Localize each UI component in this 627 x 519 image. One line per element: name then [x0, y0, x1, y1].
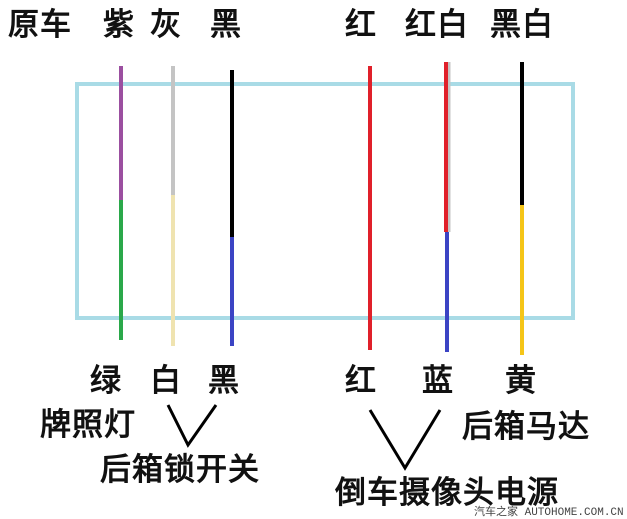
label-yellow: 黄 [505, 363, 537, 399]
label-blue: 蓝 [422, 363, 454, 399]
label-gray: 灰 [150, 7, 182, 43]
label-red-white: 红白 [405, 7, 469, 43]
label-trunk-motor: 后箱马达 [462, 409, 590, 445]
connector-box [75, 82, 575, 320]
label-white: 白 [150, 363, 182, 399]
label-purple: 紫 [103, 7, 135, 43]
label-reverse-camera-power: 倒车摄像头电源 [335, 475, 559, 511]
label-red-bottom: 红 [345, 363, 377, 399]
label-black: 黑 [210, 7, 242, 43]
v-connector-right [368, 409, 442, 471]
label-trunk-lock-switch: 后箱锁开关 [100, 452, 260, 488]
v-connector-left [166, 404, 218, 448]
watermark: 汽车之家 AUTOHOME.COM.CN [474, 507, 624, 519]
label-black-bottom: 黑 [208, 363, 240, 399]
label-original: 原车 [8, 7, 72, 43]
label-black-white: 黑白 [490, 7, 554, 43]
label-green: 绿 [90, 363, 122, 399]
label-red: 红 [345, 7, 377, 43]
label-license-light: 牌照灯 [40, 407, 136, 443]
